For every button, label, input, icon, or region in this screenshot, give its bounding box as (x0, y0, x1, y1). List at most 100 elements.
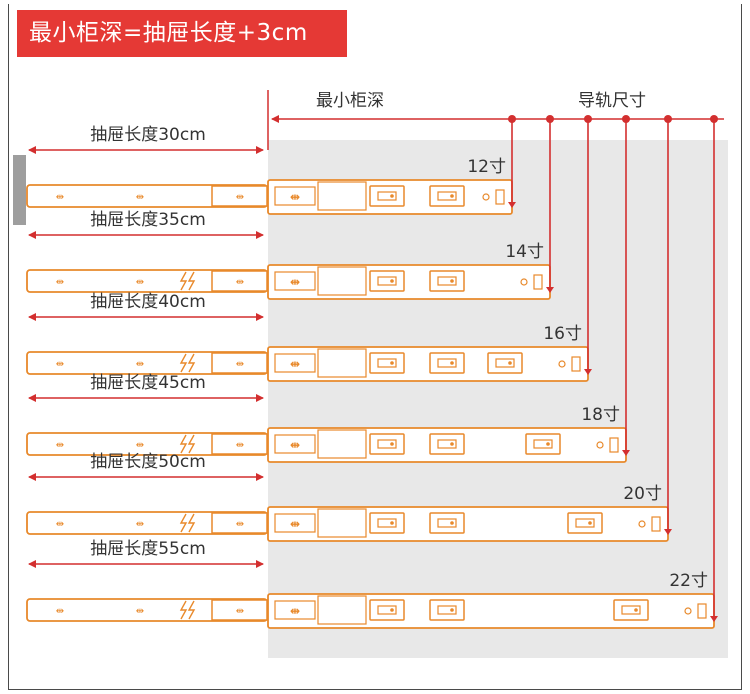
rail-slot-inner (621, 605, 641, 615)
break-mark (187, 353, 196, 373)
break-mark (187, 600, 196, 620)
rail-end-hole (684, 607, 692, 615)
guide-dot (508, 115, 516, 123)
rail-slot-inner (377, 439, 397, 449)
rail-bracket-mark: ⇼ (290, 604, 300, 618)
cabinet-rail (267, 264, 551, 300)
outer-frame (8, 4, 742, 690)
cabinet-wall (13, 155, 26, 225)
rail-bracket (274, 513, 316, 533)
rail-bracket (274, 186, 316, 206)
rail-carriage (317, 266, 367, 296)
rail-slot-dot (588, 521, 592, 525)
rail-slot-dot (450, 194, 454, 198)
rail-slot-dot (450, 608, 454, 612)
drawer-member-end (211, 270, 268, 292)
rail-slot-inner (437, 358, 457, 368)
rail-size-value: 22寸 (669, 571, 708, 591)
rail-end-stop (697, 603, 707, 619)
rail-slot (567, 512, 603, 534)
rail-end-stop (495, 189, 505, 205)
drawer-length-label: 抽屉长度55cm (90, 539, 206, 559)
rail-size-value: 14寸 (505, 242, 544, 262)
rail-end-stop (571, 356, 581, 372)
rail-end-hole (638, 520, 646, 528)
rail-slot-dot (508, 361, 512, 365)
rail-slot (429, 270, 465, 292)
drawer-member-end (211, 599, 268, 621)
rail-hole-mark: ⇹ (236, 359, 244, 370)
drawer-member-end (211, 433, 268, 455)
rail-slot (369, 599, 405, 621)
cabinet-rail (267, 427, 627, 463)
banner-title: 最小柜深=抽屉长度+3cm (17, 10, 347, 57)
rail-end-hole (558, 360, 566, 368)
rail-row-6: 抽屉长度55cm ⇹ ⇹ ⇹ ⇼ 22寸 (26, 115, 718, 629)
rail-hole-mark: ⇹ (136, 606, 144, 617)
rail-length-arrowhead (622, 450, 630, 456)
rail-length-arrowhead (664, 529, 672, 535)
rail-end-stop (609, 437, 619, 453)
rail-slot-inner (533, 439, 553, 449)
rail-end-stop (533, 274, 543, 290)
rail-slot (369, 512, 405, 534)
rail-size-value: 20寸 (623, 484, 662, 504)
guide-dot (664, 115, 672, 123)
rail-size-value: 18寸 (581, 405, 620, 425)
rail-slot (429, 433, 465, 455)
rail-size-value: 12寸 (467, 157, 506, 177)
rail-bracket-mark: ⇼ (290, 517, 300, 531)
rail-end-hole (596, 441, 604, 449)
rail-bracket-mark: ⇼ (290, 438, 300, 452)
drawer-length-label: 抽屉长度30cm (90, 125, 206, 145)
rail-hole-mark: ⇹ (236, 440, 244, 451)
rail-carriage (317, 595, 367, 625)
rail-hole-mark: ⇹ (56, 519, 64, 530)
rail-size-label: 导轨尺寸 (578, 91, 646, 111)
drawer-member-end (211, 185, 268, 207)
rail-slot (429, 599, 465, 621)
rail-hole-mark: ⇹ (136, 277, 144, 288)
rail-bracket-mark: ⇼ (290, 357, 300, 371)
drawer-length-label: 抽屉长度40cm (90, 292, 206, 312)
rail-hole-mark: ⇹ (136, 440, 144, 451)
min-depth-label: 最小柜深 (316, 91, 384, 111)
rail-carriage (317, 508, 367, 538)
rail-slot-inner (495, 358, 515, 368)
rail-slot-dot (450, 521, 454, 525)
rail-slot-inner (437, 605, 457, 615)
rail-hole-mark: ⇹ (236, 192, 244, 203)
rail-end-hole (520, 278, 528, 286)
rail-row-3: 抽屉长度40cm⇹⇹⇹⇼16寸 (26, 115, 592, 382)
rail-hole-mark: ⇹ (136, 359, 144, 370)
guide-dot (584, 115, 592, 123)
rail-slot-inner (575, 518, 595, 528)
rail-slot-dot (390, 361, 394, 365)
rail-carriage (317, 181, 367, 211)
rail-hole-mark: ⇹ (56, 440, 64, 451)
break-mark (179, 434, 188, 454)
rail-slot (369, 185, 405, 207)
cabinet-rail (267, 506, 669, 542)
rail-slot-dot (450, 442, 454, 446)
break-mark (187, 513, 196, 533)
rail-end-hole (482, 193, 490, 201)
rail-slot-inner (437, 439, 457, 449)
rail-slot (369, 270, 405, 292)
rail-slot-inner (437, 276, 457, 286)
rail-slot (429, 185, 465, 207)
break-mark (179, 600, 188, 620)
rail-slot-dot (390, 194, 394, 198)
rail-bracket (274, 271, 316, 291)
cabinet-area (268, 140, 728, 658)
rail-slot-dot (450, 361, 454, 365)
rail-length-arrowhead (546, 287, 554, 293)
rail-hole-mark: ⇹ (56, 277, 64, 288)
rail-slot (613, 599, 649, 621)
rail-slot (369, 433, 405, 455)
rail-hole-mark: ⇹ (56, 606, 64, 617)
break-mark (187, 434, 196, 454)
rail-bracket (274, 434, 316, 454)
rail-slot-inner (377, 358, 397, 368)
